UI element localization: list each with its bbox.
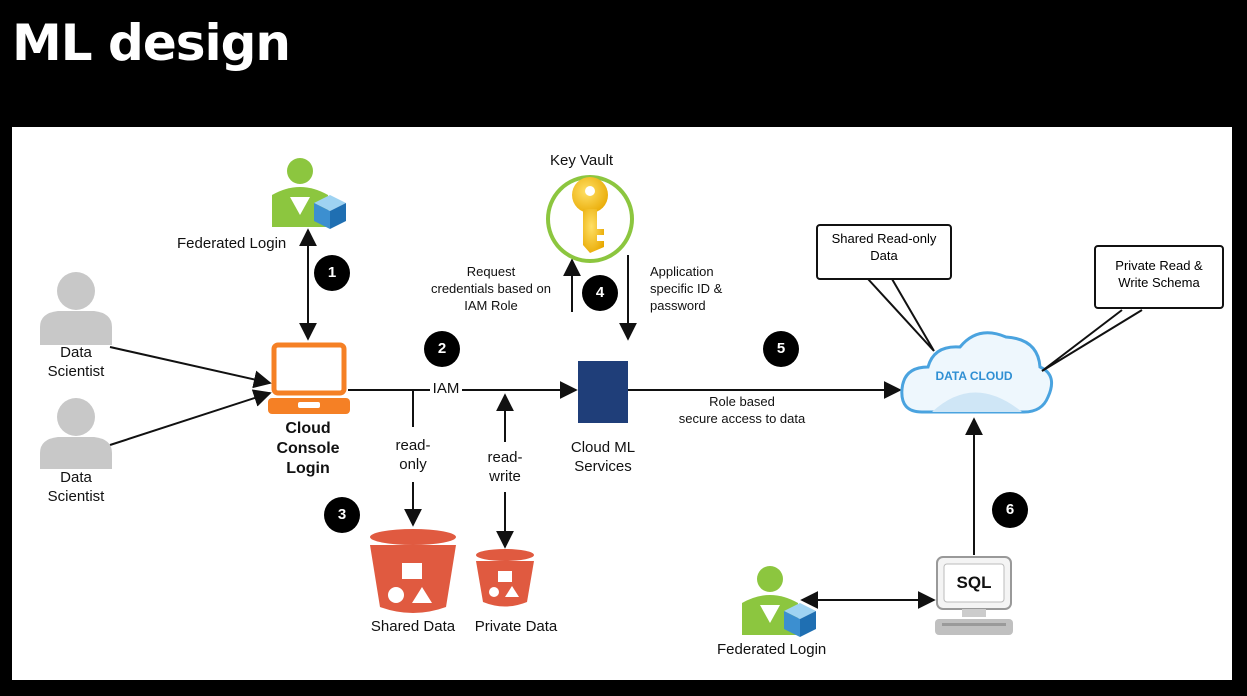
- data-scientist-1-label: Data Scientist: [47, 344, 105, 380]
- step-3-marker: 3: [324, 497, 360, 533]
- step-1-marker: 1: [314, 255, 350, 291]
- sql-label: SQL: [956, 573, 992, 592]
- cloud-console-icon: [268, 342, 350, 414]
- read-only-label: read- only: [395, 437, 431, 473]
- data-scientist-1-icon: [40, 272, 112, 345]
- sql-computer-icon: [935, 556, 1013, 635]
- cloud-ml-services-label: Cloud ML Services: [570, 439, 636, 475]
- diagram-panel: Federated Login Key Vault Data Scientist…: [12, 127, 1232, 680]
- private-rw-callout: Private Read & Write Schema: [1094, 245, 1224, 309]
- key-vault-label: Key Vault: [550, 152, 614, 169]
- shared-data-bucket-icon: [370, 529, 456, 613]
- private-data-label: Private Data: [474, 618, 558, 635]
- data-cloud-label: DATA CLOUD: [935, 369, 1013, 383]
- connector-lines: [109, 228, 983, 609]
- key-vault-icon: [546, 175, 634, 263]
- application-credentials-label: Application specific ID & password: [650, 264, 723, 313]
- callout-tail-shared: [867, 278, 935, 352]
- diagram-canvas: [40, 158, 1143, 637]
- data-cloud-icon: [900, 331, 1054, 414]
- callout-tail-private: [1041, 309, 1143, 372]
- edge-scientist2-console: [109, 389, 272, 446]
- iam-label: IAM: [430, 379, 462, 398]
- federated-login-top-label: Federated Login: [177, 235, 287, 252]
- cloud-console-label: Cloud Console Login: [276, 420, 340, 477]
- federated-login-bottom-label: Federated Login: [717, 641, 827, 658]
- federated-login-bottom-icon: [742, 566, 816, 637]
- private-data-bucket-icon: [476, 549, 534, 607]
- data-scientist-2-icon: [40, 398, 112, 469]
- federated-login-icon: [272, 158, 346, 229]
- step-2-marker: 2: [424, 331, 460, 367]
- shared-readonly-callout: Shared Read-only Data: [816, 224, 952, 280]
- data-scientist-2-label: Data Scientist: [47, 469, 105, 505]
- request-credentials-label: Request credentials based on IAM Role: [431, 264, 551, 313]
- slide-title: ML design: [12, 14, 291, 72]
- edge-scientist1-console: [109, 346, 272, 389]
- cloud-ml-services-box: [578, 361, 628, 423]
- shared-data-label: Shared Data: [370, 618, 456, 635]
- step-4-marker: 4: [582, 275, 618, 311]
- step-6-marker: 6: [992, 492, 1028, 528]
- role-based-access-label: Role based secure access to data: [678, 394, 806, 426]
- read-write-label: read- write: [487, 449, 523, 485]
- step-5-marker: 5: [763, 331, 799, 367]
